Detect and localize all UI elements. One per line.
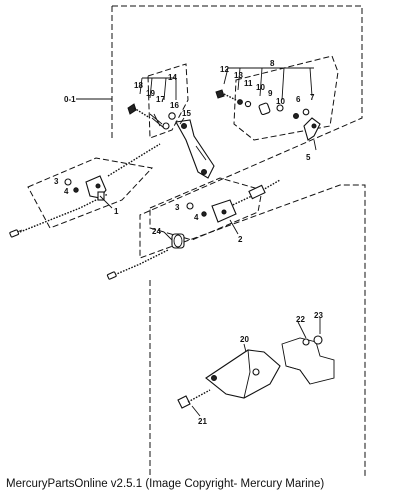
callout-11: 11 bbox=[244, 79, 253, 88]
mounting-bracket-20 bbox=[205, 349, 281, 399]
linkage-rod-mid bbox=[107, 143, 161, 177]
grommet-24 bbox=[171, 233, 185, 249]
group-box-14 bbox=[147, 63, 189, 139]
callout-10a: 10 bbox=[256, 83, 265, 92]
bolt-21 bbox=[177, 389, 211, 409]
callout-7: 7 bbox=[310, 93, 315, 102]
washer-4a bbox=[73, 187, 79, 193]
linkage-rod-b bbox=[221, 179, 281, 211]
callout-23: 23 bbox=[314, 311, 323, 320]
cable-end-left bbox=[9, 229, 20, 238]
assembly-boundary bbox=[111, 5, 366, 476]
nut-23 bbox=[313, 335, 323, 345]
washer-4b bbox=[201, 211, 207, 217]
callout-19: 19 bbox=[146, 89, 155, 98]
callout-13: 13 bbox=[234, 71, 243, 80]
callout-0-1: 0-1 bbox=[64, 95, 76, 104]
callout-3a: 3 bbox=[54, 177, 59, 186]
link-arm-5-hole bbox=[311, 123, 317, 129]
callout-4a: 4 bbox=[64, 187, 69, 196]
callout-21: 21 bbox=[198, 417, 207, 426]
nut-3a bbox=[64, 178, 72, 186]
callout-14: 14 bbox=[168, 73, 177, 82]
group-box-8 bbox=[233, 55, 339, 141]
callout-22: 22 bbox=[296, 315, 305, 324]
screw-assembly-8 bbox=[215, 89, 310, 119]
callout-24: 24 bbox=[152, 227, 161, 236]
linkage-rod-c bbox=[111, 249, 169, 277]
bracket-part-1 bbox=[85, 175, 107, 201]
link-arm-5 bbox=[303, 117, 321, 141]
callout-8: 8 bbox=[270, 59, 275, 68]
callout-15: 15 bbox=[182, 109, 191, 118]
callout-4b: 4 bbox=[194, 213, 199, 222]
callout-20: 20 bbox=[240, 335, 249, 344]
rod-c-end bbox=[106, 271, 117, 280]
callout-10b: 10 bbox=[276, 97, 285, 106]
callout-1: 1 bbox=[114, 207, 119, 216]
washer-22 bbox=[302, 338, 310, 346]
linkage-cable-upper bbox=[19, 193, 109, 233]
callout-3b: 3 bbox=[175, 203, 180, 212]
callout-5: 5 bbox=[306, 153, 311, 162]
nut-3b bbox=[186, 202, 194, 210]
callout-18: 18 bbox=[134, 81, 143, 90]
lever-arm-15 bbox=[175, 119, 215, 179]
group-box-2 bbox=[149, 177, 263, 241]
callout-16: 16 bbox=[170, 101, 179, 110]
callout-12: 12 bbox=[220, 65, 229, 74]
callout-6: 6 bbox=[296, 95, 301, 104]
leader-lines bbox=[76, 67, 321, 417]
screw-assembly-14 bbox=[127, 103, 176, 130]
bracket-part-2 bbox=[211, 199, 237, 223]
callout-2: 2 bbox=[238, 235, 243, 244]
callout-9: 9 bbox=[268, 89, 273, 98]
clamp-part-2b bbox=[248, 184, 266, 200]
callout-17: 17 bbox=[156, 95, 165, 104]
image-copyright-caption: MercuryPartsOnline v2.5.1 (Image Copyrig… bbox=[6, 478, 325, 490]
